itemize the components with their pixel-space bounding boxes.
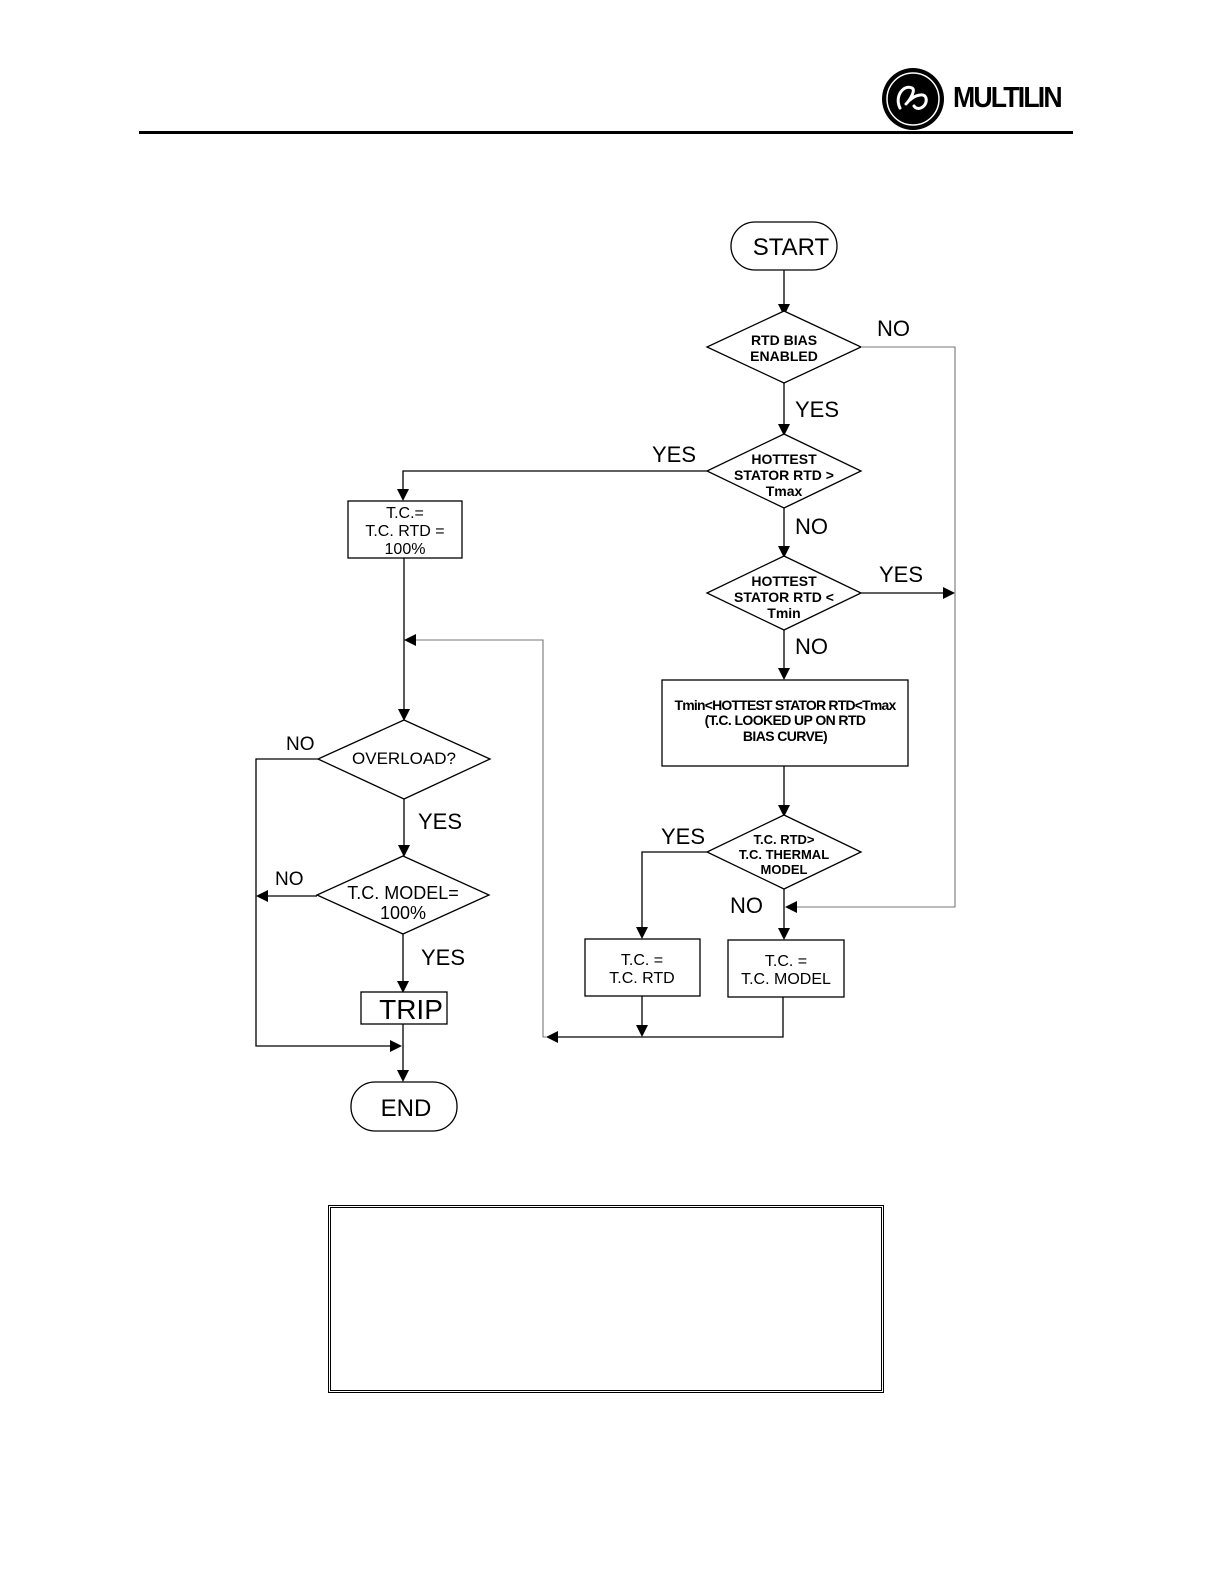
label-yes-tc-model-100: YES xyxy=(421,945,465,970)
label-yes-lt-tmin: YES xyxy=(879,562,923,587)
decision-rtd-bias-enabled: RTD BIAS ENABLED xyxy=(705,310,863,384)
label-no-gt-tmax: NO xyxy=(795,514,828,539)
decision-overload: OVERLOAD? xyxy=(316,719,492,800)
lookup-line-1: Tmin<HOTTEST STATOR RTD<Tmax xyxy=(674,697,896,713)
rtd-gt-model-line-2: T.C. THERMAL xyxy=(739,847,829,862)
decision-hottest-gt-tmax: HOTTEST STATOR RTD > Tmax xyxy=(705,433,863,509)
label-no-overload: NO xyxy=(286,734,315,755)
caption-frame xyxy=(328,1205,884,1393)
rtd-gt-model-line-3: MODEL xyxy=(761,862,808,877)
tc-model-100-line-2: 100% xyxy=(380,903,426,923)
process-tc-equals-model: T.C. = T.C. MODEL xyxy=(727,939,845,998)
label-yes-overload: YES xyxy=(418,809,462,834)
label-yes-rtd-bias: YES xyxy=(795,397,839,422)
process-tc-100: T.C.= T.C. RTD = 100% xyxy=(347,500,463,559)
overload-label: OVERLOAD? xyxy=(352,749,456,768)
lt-tmin-line-3: Tmin xyxy=(767,605,800,621)
gt-tmax-line-3: Tmax xyxy=(766,483,803,499)
end-terminal: END xyxy=(350,1081,458,1132)
rtd-bias-line-1: RTD BIAS xyxy=(751,332,817,348)
ge-monogram-icon xyxy=(882,68,944,130)
end-label: END xyxy=(381,1095,432,1122)
trip-box: TRIP xyxy=(360,991,448,1025)
trip-label: TRIP xyxy=(379,994,443,1025)
header-divider xyxy=(139,131,1073,134)
label-yes-gt-tmax: YES xyxy=(652,442,696,467)
label-yes-rtd-gt-model: YES xyxy=(661,824,705,849)
decision-tc-model-100: T.C. MODEL= 100% xyxy=(315,855,491,935)
label-no-rtd-gt-model: NO xyxy=(730,893,763,918)
decision-hottest-lt-tmin: HOTTEST STATOR RTD < Tmin xyxy=(705,555,863,631)
rtd-gt-model-line-1: T.C. RTD> xyxy=(753,832,814,847)
label-no-rtd-bias: NO xyxy=(877,316,910,341)
start-terminal: START xyxy=(730,221,838,271)
start-label: START xyxy=(753,234,830,261)
tc-model-line-1: T.C. = xyxy=(765,953,807,970)
brand-name: MULTILIN xyxy=(953,82,1063,114)
lt-tmin-line-1: HOTTEST xyxy=(751,573,817,589)
lookup-line-2: (T.C. LOOKED UP ON RTD xyxy=(705,712,866,728)
tc-model-100-line-1: T.C. MODEL= xyxy=(347,883,459,903)
label-no-tc-model-100: NO xyxy=(275,869,304,890)
lookup-line-3: BIAS CURVE) xyxy=(743,728,827,744)
tc-rtd-line-2: T.C. RTD xyxy=(609,970,674,987)
rtd-bias-line-2: ENABLED xyxy=(750,348,818,364)
process-rtd-bias-lookup: Tmin<HOTTEST STATOR RTD<Tmax (T.C. LOOKE… xyxy=(661,679,909,767)
gt-tmax-line-2: STATOR RTD > xyxy=(734,467,834,483)
gt-tmax-line-1: HOTTEST xyxy=(751,451,817,467)
process-tc-equals-rtd: T.C. = T.C. RTD xyxy=(584,938,701,997)
tc-model-line-2: T.C. MODEL xyxy=(741,971,831,988)
label-no-lt-tmin: NO xyxy=(795,634,828,659)
tc100-line-1: T.C.= xyxy=(386,505,424,522)
decision-tc-rtd-gt-model: T.C. RTD> T.C. THERMAL MODEL xyxy=(705,814,863,890)
lt-tmin-line-2: STATOR RTD < xyxy=(734,589,834,605)
tc100-line-2: T.C. RTD = xyxy=(365,523,444,540)
tc100-line-3: 100% xyxy=(385,541,426,558)
tc-rtd-line-1: T.C. = xyxy=(621,952,663,969)
